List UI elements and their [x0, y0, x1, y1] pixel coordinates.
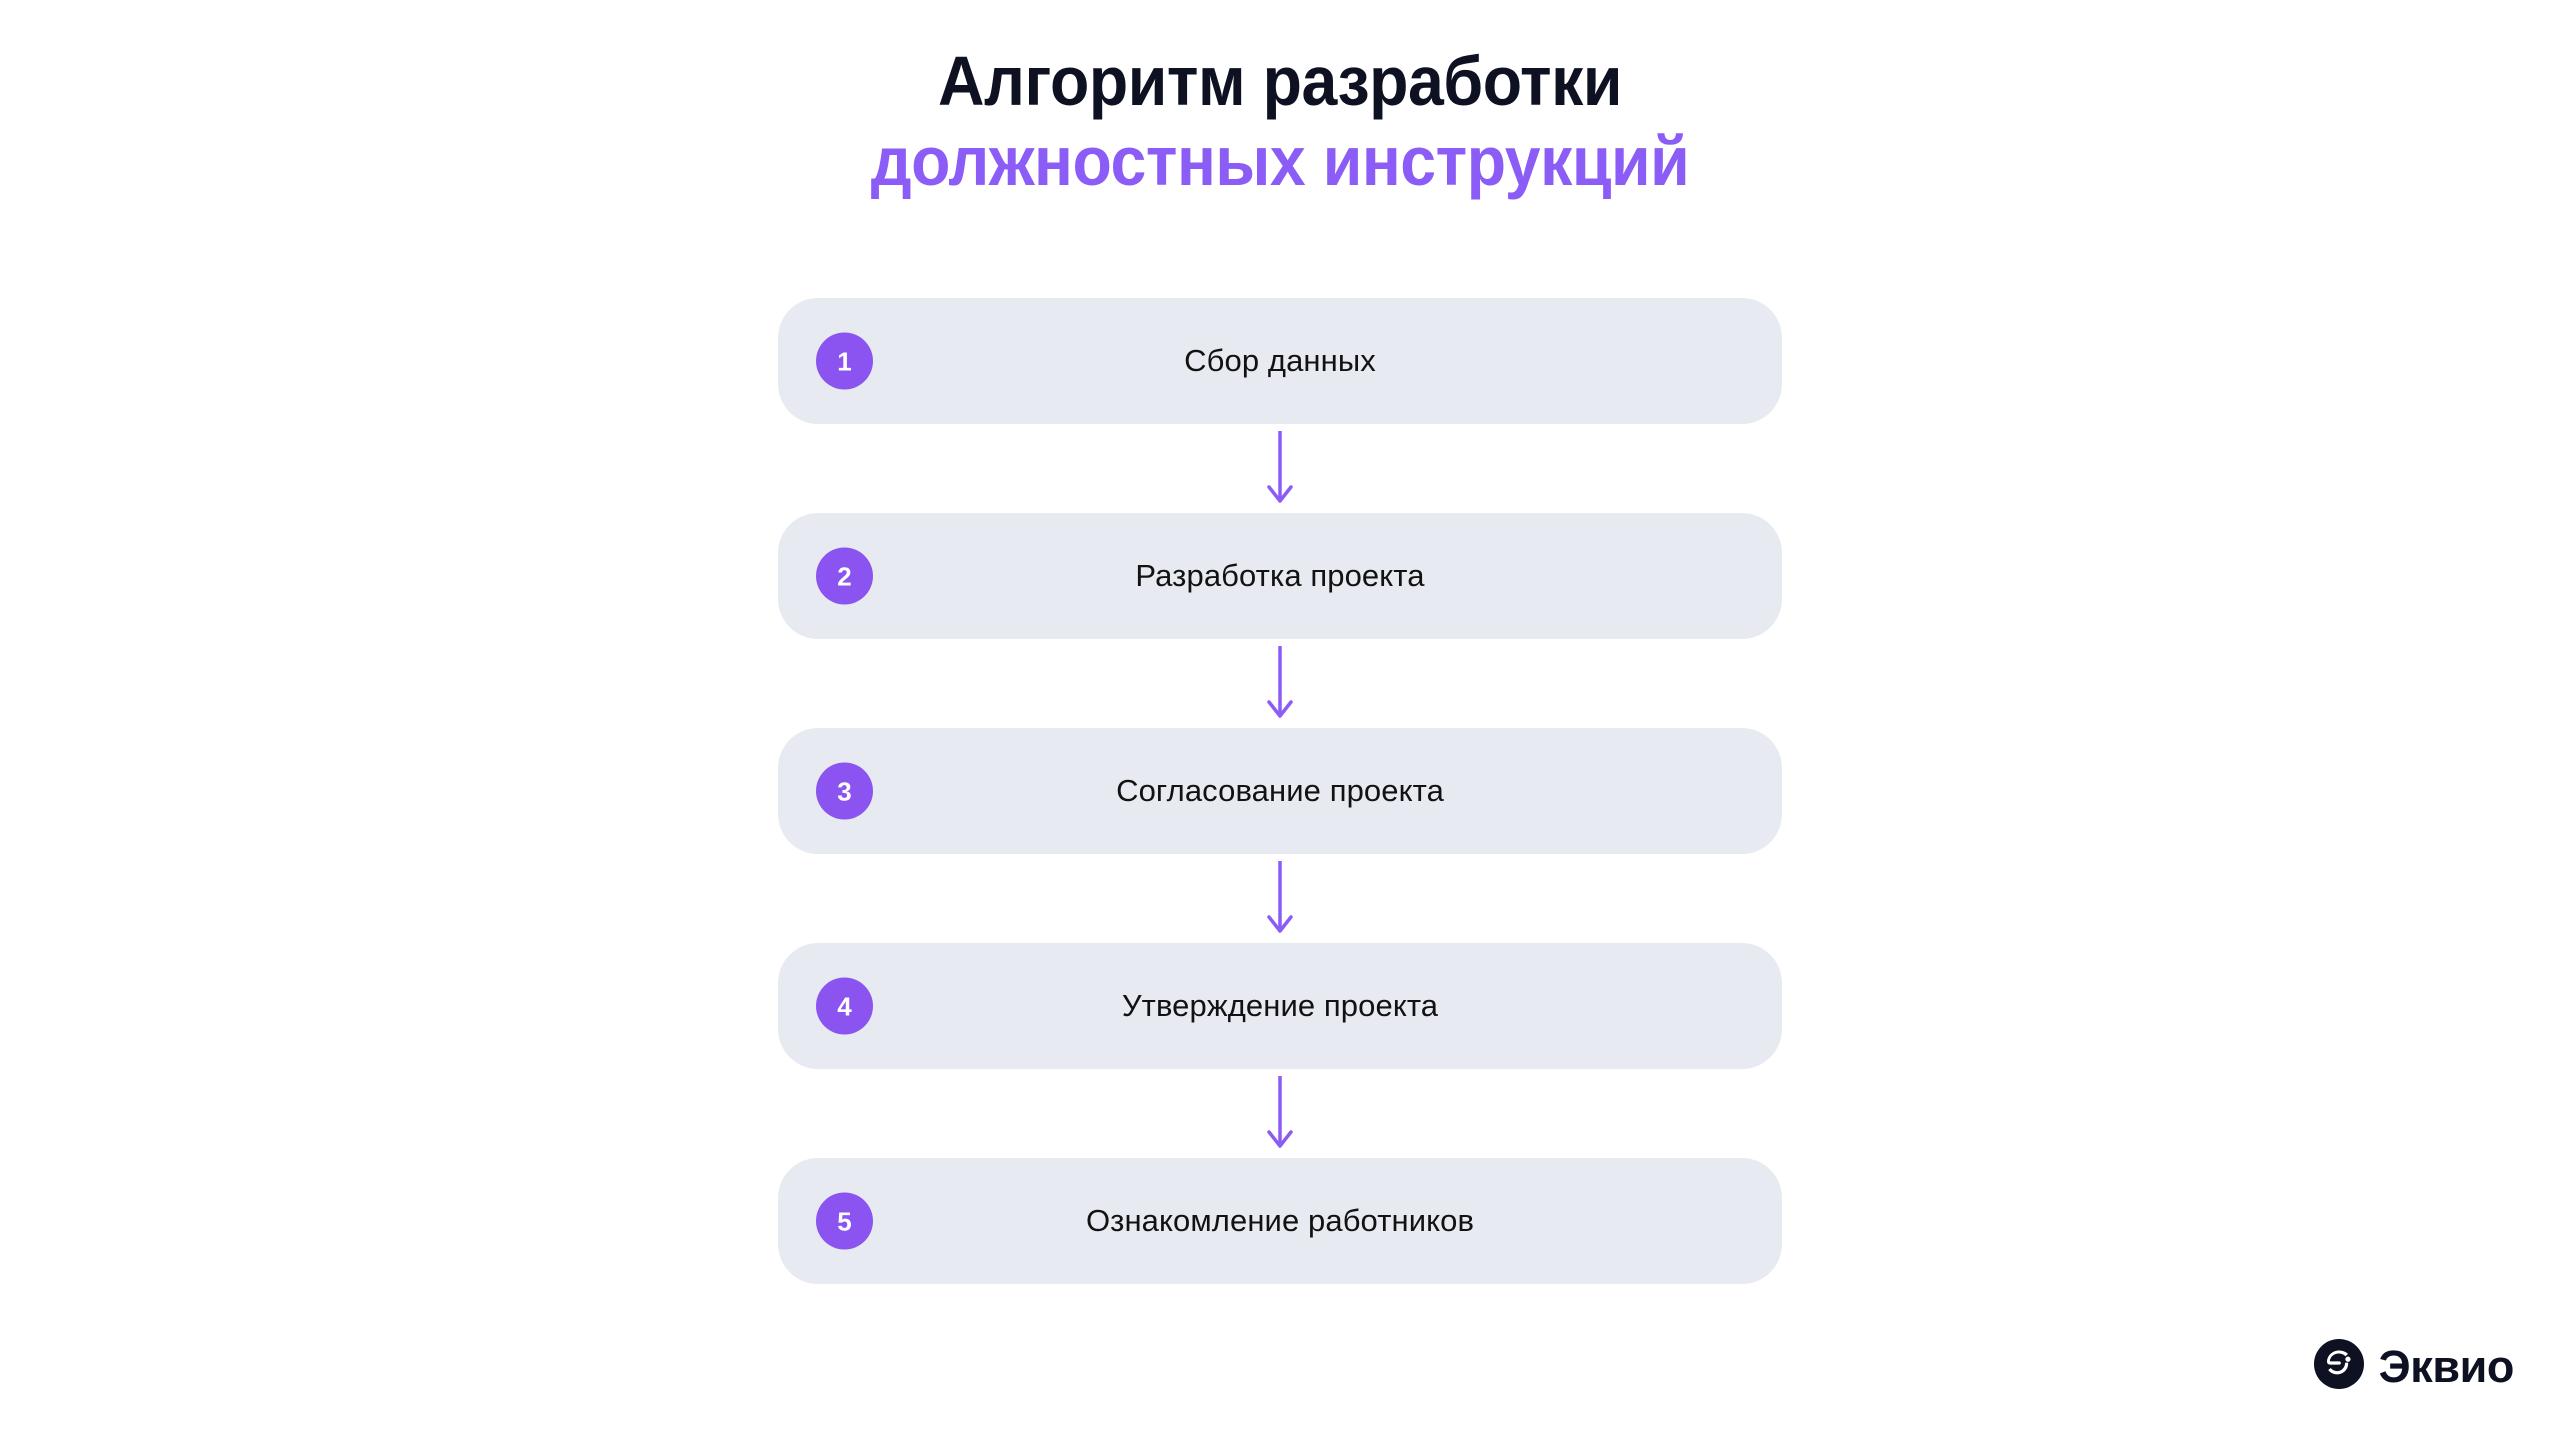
step-number-badge: 2	[816, 547, 873, 605]
brand-logo: Эквио	[2313, 1339, 2515, 1394]
step-number-badge: 4	[816, 977, 873, 1035]
step-label: Согласование проекта	[1116, 773, 1444, 808]
step-card[interactable]: 3 Согласование проекта	[778, 728, 1782, 854]
step-card[interactable]: 4 Утверждение проекта	[778, 943, 1782, 1069]
page-title-line-1: Алгоритм разработки	[938, 42, 1622, 120]
step-number-badge: 3	[816, 762, 873, 820]
step-label: Разработка проекта	[1135, 558, 1425, 593]
step-card[interactable]: 5 Ознакомление работников	[778, 1158, 1782, 1284]
step-label: Утверждение проекта	[1121, 988, 1439, 1023]
process-flow: 1 Сбор данных 2 Разработка проекта 3 Согласов…	[778, 298, 1782, 1284]
step-label: Ознакомление работников	[1085, 1203, 1475, 1238]
brand-logo-text: Эквио	[2378, 1341, 2515, 1392]
arrow-down-icon	[778, 639, 1782, 728]
ekvio-circle-logo-icon	[2313, 1339, 2364, 1394]
step-card[interactable]: 1 Сбор данных	[778, 298, 1782, 424]
arrow-down-icon	[778, 1069, 1782, 1158]
step-card[interactable]: 2 Разработка проекта	[778, 513, 1782, 639]
arrow-down-icon	[778, 424, 1782, 513]
arrow-down-icon	[778, 854, 1782, 943]
step-number-badge: 5	[816, 1192, 873, 1250]
page-title-line-2: должностных инструкций	[870, 122, 1690, 201]
step-label: Сбор данных	[1184, 343, 1376, 378]
page-title: Алгоритм разработки должностных инструкц…	[0, 42, 2560, 201]
step-number-badge: 1	[816, 332, 873, 390]
